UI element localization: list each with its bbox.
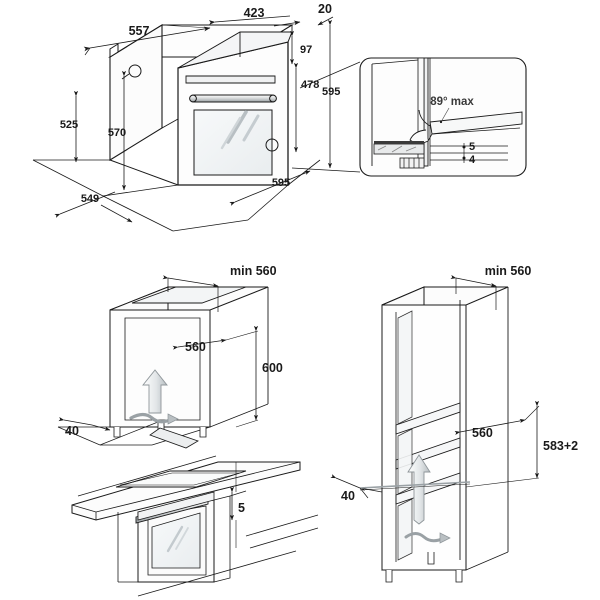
- tall-cabinet-feet: [385, 552, 463, 583]
- dimension-label-583plus2: 583+2: [543, 439, 578, 453]
- hinge-reference-icon: [265, 138, 279, 152]
- dimension-525: 525: [60, 90, 78, 163]
- oven-under-worktop: [135, 491, 215, 583]
- dimension-label-min-560-tall: min 560: [485, 264, 532, 278]
- dimension-label-570: 570: [108, 127, 126, 139]
- dimension-570: 570: [108, 70, 126, 191]
- dimension-560-tall: 560: [454, 418, 526, 440]
- base-vent-slot: [149, 427, 199, 449]
- worktop-cabinet-panel: min 560 560 600 40: [57, 264, 283, 449]
- dimension-600-worktop: 600: [225, 325, 283, 428]
- dimension-label-557: 557: [129, 24, 150, 38]
- worktop-edge-line: [77, 455, 217, 497]
- dimension-label-478: 478: [301, 79, 319, 91]
- angle-max-label: 89° max: [430, 96, 474, 108]
- dimension-label-525: 525: [60, 119, 78, 131]
- dimension-min-560-worktop: min 560: [162, 264, 277, 312]
- cabinet-niche-panels: [397, 310, 413, 561]
- cabinet-carcass: [109, 286, 269, 428]
- dimension-label-40-worktop: 40: [65, 424, 79, 438]
- dimension-595-right: 595: [322, 19, 340, 169]
- dimension-label-560-worktop: 560: [185, 340, 206, 354]
- dimension-label-423: 423: [244, 6, 265, 20]
- dimension-478: 478: [293, 62, 319, 153]
- background-wall-lines: [137, 514, 319, 597]
- dimension-label-549: 549: [81, 193, 99, 205]
- dimension-label-40-tall: 40: [341, 489, 355, 503]
- door-angle-detail-panel: 89° max 5 4: [291, 57, 527, 177]
- dimension-20: 20: [317, 2, 334, 26]
- callout-line-upper: [299, 61, 361, 89]
- angle-leader-line: [439, 107, 450, 124]
- dimension-423: 423: [208, 6, 301, 27]
- cavity-floor-hatch: [373, 141, 425, 169]
- dimension-label-5-worktop: 5: [238, 501, 245, 515]
- hob-outline: [115, 470, 247, 488]
- dimension-min-560-tall: min 560: [450, 264, 532, 310]
- dimension-40-worktop: 40: [58, 417, 111, 438]
- ventilation-arrow-inlet-icon: [129, 412, 179, 425]
- dimension-5-worktop: 5: [229, 462, 245, 548]
- tall-ventilation-arrow-up-icon: [407, 454, 431, 525]
- dimension-label-560-tall: 560: [472, 426, 493, 440]
- oven-handle: [185, 75, 277, 103]
- tall-column-panel: min 560 560 583+2 40: [330, 264, 578, 583]
- tall-ventilation-arrow-inlet-icon: [404, 532, 451, 544]
- dimension-label-595-right: 595: [322, 86, 340, 98]
- ventilation-arrow-up-icon: [142, 369, 168, 414]
- dimension-label-97: 97: [300, 44, 312, 56]
- hinge-mechanism: [409, 109, 523, 144]
- dimension-label-20: 20: [318, 2, 332, 16]
- dimension-595-bottom: 595: [229, 170, 311, 206]
- dimension-560-worktop: 560: [172, 338, 227, 354]
- cabinet-shelves: [395, 402, 461, 505]
- dimension-97: 97: [289, 30, 312, 65]
- dimension-557: 557: [83, 24, 211, 56]
- callout-line-lower: [291, 167, 361, 173]
- dimension-40-tall: 40: [330, 474, 471, 503]
- oven-door-glass: [193, 109, 273, 176]
- housing-cabinet-lines: [117, 490, 247, 583]
- cabinet-edge-top: [371, 59, 419, 65]
- leader-label-4: 4: [469, 154, 476, 166]
- shelf-runners: [430, 143, 508, 163]
- dimension-label-600-worktop: 600: [262, 361, 283, 375]
- dimension-583plus2: 583+2: [465, 400, 578, 488]
- dimension-549: 549: [54, 191, 133, 223]
- worktop-slab: [71, 461, 301, 521]
- leader-label-5: 5: [469, 141, 475, 153]
- dimension-label-595-bottom: 595: [272, 177, 290, 189]
- dimension-label-min-560-worktop: min 560: [230, 264, 277, 278]
- oven-isometric-panel: 557 423 20 97 478 595: [32, 2, 340, 232]
- worktop-section-panel: 5: [71, 455, 319, 597]
